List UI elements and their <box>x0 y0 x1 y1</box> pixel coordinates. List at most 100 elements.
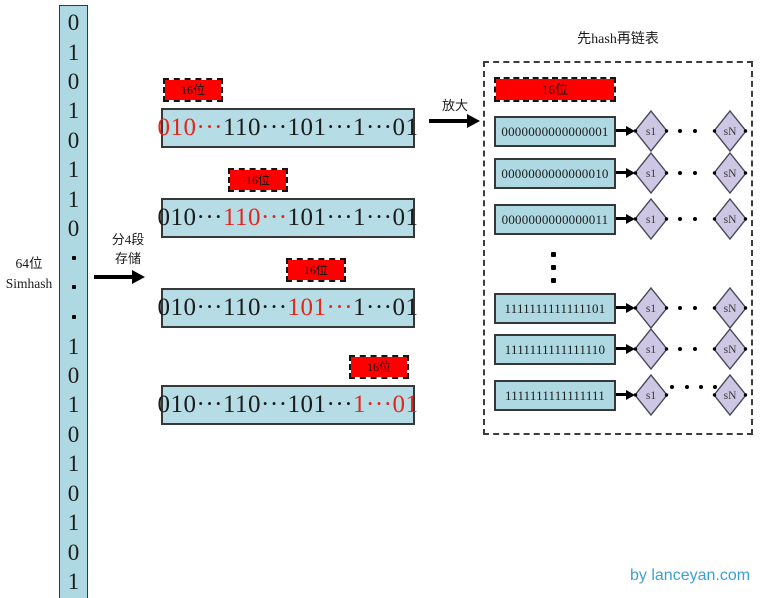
zoom-arrow-icon <box>429 119 467 123</box>
chain-ellipsis-dot <box>699 385 703 389</box>
hash-bucket-row: 1111111111111101 s1 sN <box>494 286 756 330</box>
chain-ellipsis-dot <box>693 171 697 175</box>
chain-node-last-diamond: sN <box>712 151 748 195</box>
chain-ellipsis-dot <box>678 347 682 351</box>
bit-cell: 1 <box>67 333 80 359</box>
hash-bucket-value: 0000000000000011 <box>494 204 616 235</box>
chain-ellipsis-dot <box>685 385 689 389</box>
split-arrow-label-line2: 存储 <box>114 251 141 266</box>
hash-panel-16bit-tag: 16位 <box>494 77 616 102</box>
bit-cell: 1 <box>67 98 80 124</box>
segment-part: 010··· <box>157 114 223 141</box>
bit-cell: 1 <box>67 451 80 477</box>
chain-node-last-diamond: sN <box>712 109 748 153</box>
chain-node-last-diamond: sN <box>712 373 748 417</box>
hash-bucket-row: 0000000000000010 s1 sN <box>494 151 756 195</box>
chain-ellipsis-dot <box>693 306 697 310</box>
chain-ellipsis-dot <box>670 385 674 389</box>
svg-text:sN: sN <box>724 303 737 315</box>
segment-part: 110··· <box>222 204 288 231</box>
svg-text:s1: s1 <box>646 126 656 138</box>
segment-part: 101··· <box>287 114 354 141</box>
segment-16bit-tag: 16位 <box>163 78 223 102</box>
vertical-ellipsis-dot <box>551 252 556 257</box>
split-arrow-icon <box>94 275 132 279</box>
chain-ellipsis-dot <box>693 129 697 133</box>
svg-text:s1: s1 <box>646 303 656 315</box>
chain-node-first-diamond: s1 <box>633 151 669 195</box>
arrow-to-chain-icon <box>616 393 626 396</box>
segment-part: 110··· <box>222 114 288 141</box>
segment-part: 1···01 <box>353 204 419 231</box>
hash-bucket-value: 1111111111111101 <box>494 293 616 324</box>
segment-bits-box: 010···110···101···1···01 <box>157 288 419 328</box>
arrow-to-chain-icon <box>616 129 626 132</box>
chain-node-first-diamond: s1 <box>633 286 669 330</box>
segment-part: 101··· <box>287 391 354 418</box>
segment-part: 010··· <box>157 204 223 231</box>
bit-cell: 1 <box>67 186 80 212</box>
bit-cell: 0 <box>67 421 80 447</box>
svg-text:sN: sN <box>724 214 737 226</box>
bit-ellipsis-dot <box>71 243 76 272</box>
footer-credit: by lanceyan.com <box>630 567 751 584</box>
segment-bits-box: 010···110···101···1···01 <box>158 385 419 425</box>
simhash-column-label-line1: 64位 <box>15 256 43 271</box>
segment-row: 16位 010···110···101···1···01 <box>157 78 418 148</box>
bit-cell: 0 <box>67 363 80 389</box>
vertical-ellipsis-dot <box>551 278 556 283</box>
bit-cell: 1 <box>67 392 80 418</box>
svg-text:sN: sN <box>724 168 737 180</box>
chain-node-last-diamond: sN <box>712 286 748 330</box>
chain-ellipsis-dot <box>678 217 682 221</box>
bit-cell: 1 <box>67 157 80 183</box>
segment-16bit-tag: 16位 <box>349 355 409 379</box>
hash-bucket-value: 0000000000000001 <box>494 116 616 147</box>
hash-bucket-value: 1111111111111110 <box>494 334 616 365</box>
chain-node-last-diamond: sN <box>712 327 748 371</box>
chain-ellipsis-dot <box>713 385 717 389</box>
svg-text:s1: s1 <box>646 390 656 402</box>
bit-ellipsis-dot <box>71 273 76 302</box>
arrow-to-chain-icon <box>616 217 626 220</box>
hash-bucket-value: 1111111111111111 <box>494 380 616 411</box>
segment-part: 101··· <box>287 204 354 231</box>
bit-cell: 1 <box>67 568 80 594</box>
segment-bits-box: 010···110···101···1···01 <box>157 198 419 238</box>
svg-text:sN: sN <box>724 126 737 138</box>
svg-text:s1: s1 <box>646 344 656 356</box>
bit-cell: 0 <box>67 216 80 242</box>
chain-node-first-diamond: s1 <box>633 373 669 417</box>
arrow-to-chain-icon <box>616 306 626 309</box>
bit-ellipsis-dot <box>71 302 76 331</box>
chain-ellipsis-dot <box>693 347 697 351</box>
bit-cell: 0 <box>67 539 80 565</box>
chain-node-first-diamond: s1 <box>633 109 669 153</box>
arrow-to-chain-icon <box>616 347 626 350</box>
chain-ellipsis-dot <box>678 129 682 133</box>
split-arrow-label: 分4段 存储 <box>99 230 157 268</box>
bit-cell: 0 <box>67 127 80 153</box>
segment-part: 110··· <box>222 391 288 418</box>
segment-part: 110··· <box>222 294 288 321</box>
bit-cell: 0 <box>67 10 80 36</box>
segment-bits-box: 010···110···101···1···01 <box>157 108 418 148</box>
hash-bucket-value: 0000000000000010 <box>494 158 616 189</box>
simhash-column-label: 64位 Simhash <box>0 254 58 294</box>
segment-part: 1···01 <box>353 391 419 418</box>
segment-part: 101··· <box>287 294 354 321</box>
segment-row: 16位 010···110···101···1···01 <box>158 355 419 425</box>
segment-part: 1···01 <box>353 294 419 321</box>
chain-node-first-diamond: s1 <box>633 197 669 241</box>
svg-text:sN: sN <box>724 344 737 356</box>
chain-ellipsis-dot <box>693 217 697 221</box>
segment-16bit-tag: 16位 <box>228 168 288 192</box>
bit-cell: 1 <box>67 39 80 65</box>
chain-ellipsis-dot <box>678 171 682 175</box>
hash-bucket-row: 0000000000000001 s1 sN <box>494 109 756 153</box>
segment-part: 010··· <box>157 294 223 321</box>
hash-bucket-row: 1111111111111110 s1 sN <box>494 327 756 371</box>
